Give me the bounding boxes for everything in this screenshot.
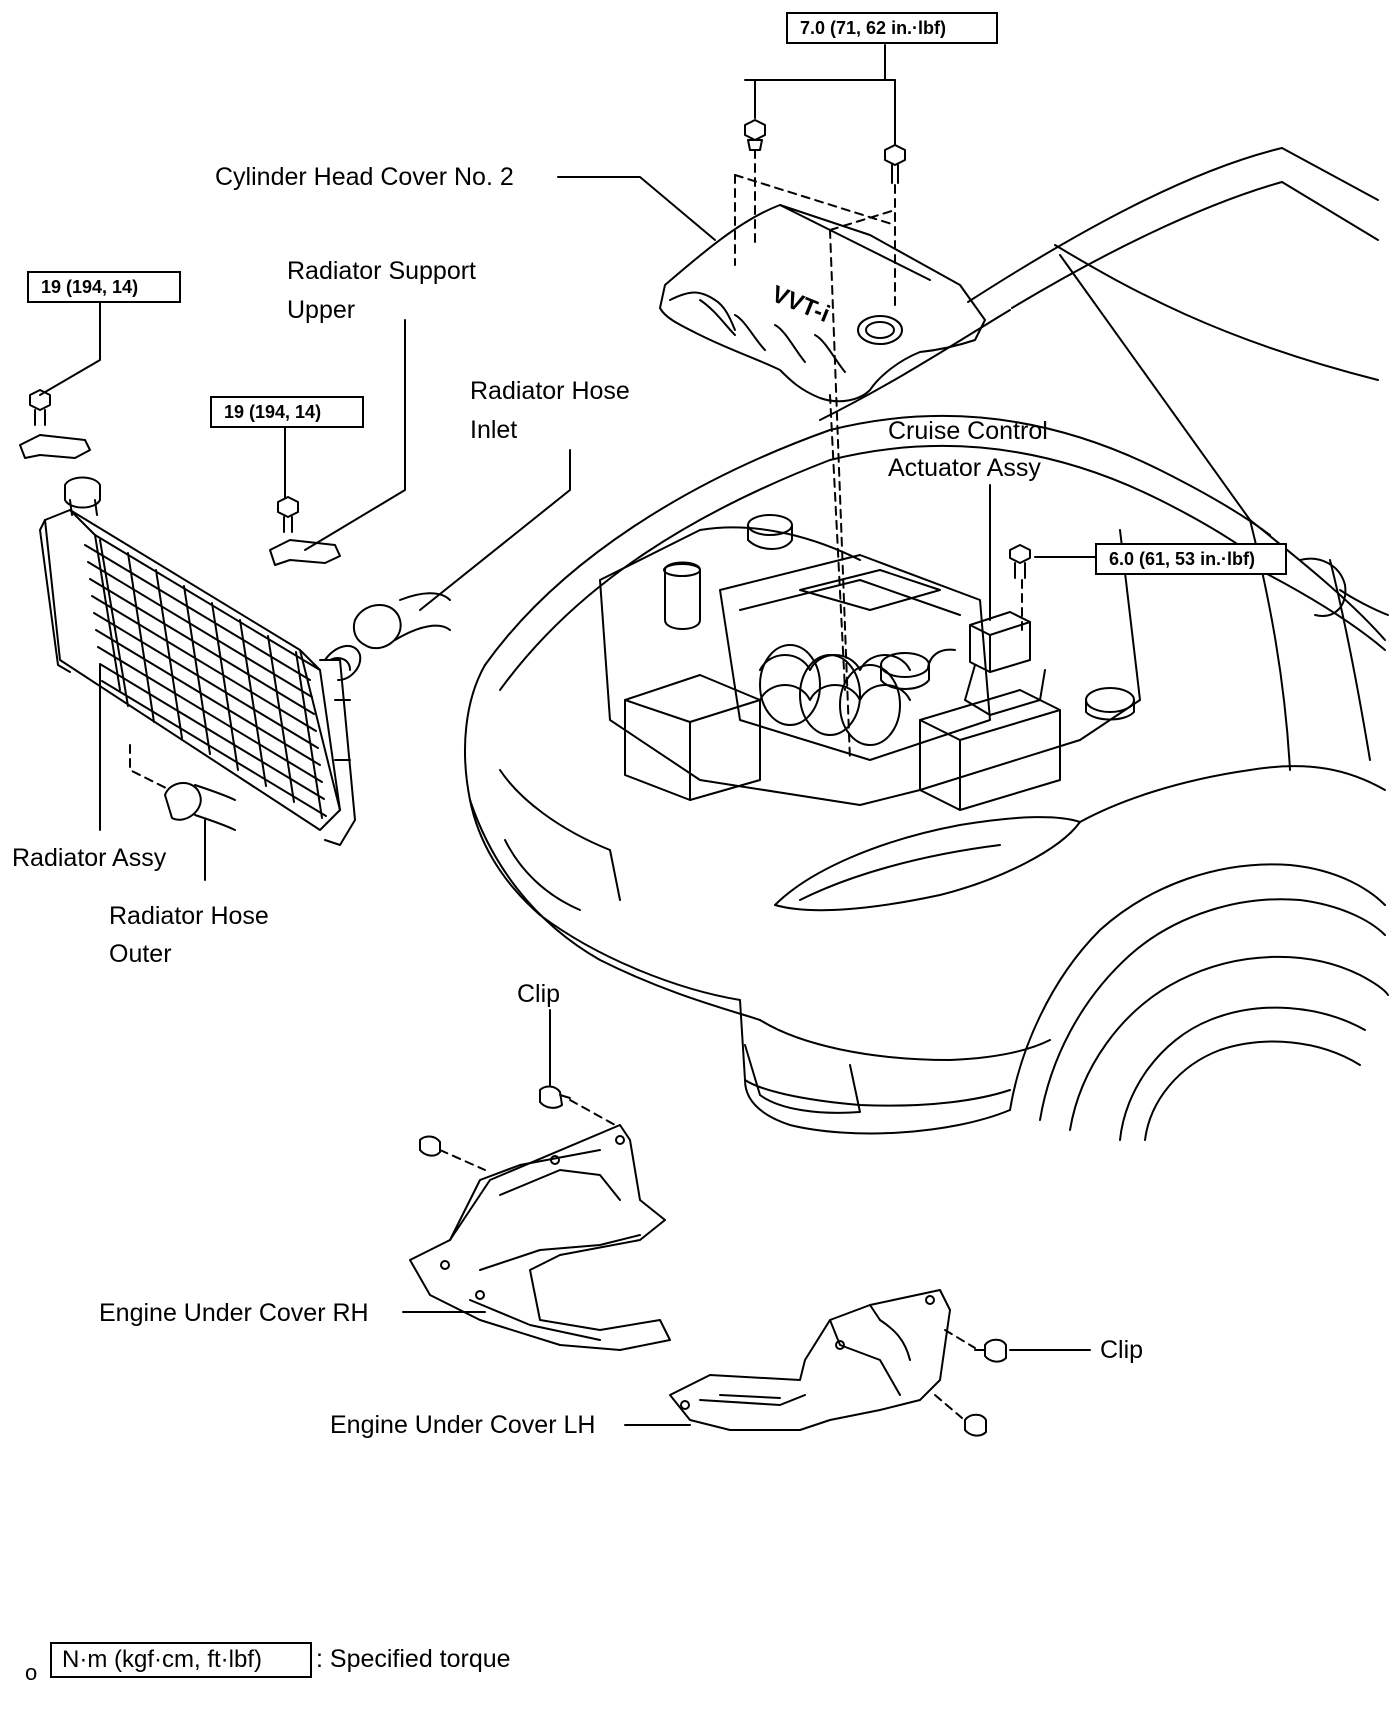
cover-marking: VVT-i bbox=[768, 281, 834, 329]
engine-bay bbox=[599, 514, 1141, 811]
cruise-control-bolt bbox=[1009, 544, 1031, 631]
car-body bbox=[464, 147, 1389, 1141]
label-radiator-assy: Radiator Assy bbox=[12, 844, 167, 872]
legend-description: : Specified torque bbox=[316, 1645, 511, 1673]
label-radiator-support-upper-1: Radiator Support bbox=[287, 257, 477, 285]
torque-radiator-support: 19 (194, 14) bbox=[210, 396, 364, 428]
engine-under-cover-lh bbox=[669, 1289, 1007, 1437]
label-engine-under-cover-rh: Engine Under Cover RH bbox=[99, 1299, 369, 1327]
label-radiator-hose-outer-2: Outer bbox=[109, 940, 172, 968]
legend-mark: o bbox=[25, 1660, 38, 1685]
label-clip-right: Clip bbox=[1100, 1336, 1144, 1364]
torque-head-cover: 7.0 (71, 62 in.·lbf) bbox=[786, 12, 998, 44]
label-engine-under-cover-lh: Engine Under Cover LH bbox=[330, 1411, 596, 1439]
label-cruise-control-1: Cruise Control bbox=[888, 417, 1048, 445]
label-radiator-hose-inlet-1: Radiator Hose bbox=[470, 377, 630, 405]
label-radiator-hose-outer-1: Radiator Hose bbox=[109, 902, 269, 930]
torque-cruise-control: 6.0 (61, 53 in.·lbf) bbox=[1095, 543, 1287, 575]
label-cruise-control-2: Actuator Assy bbox=[888, 454, 1041, 482]
label-radiator-support-upper-2: Upper bbox=[287, 296, 356, 324]
engine-under-cover-rh bbox=[409, 1085, 671, 1351]
legend-unit-box: N·m (kgf·cm, ft·lbf) bbox=[50, 1642, 312, 1678]
label-cylinder-head-cover: Cylinder Head Cover No. 2 bbox=[215, 163, 514, 191]
torque-radiator-left: 19 (194, 14) bbox=[27, 271, 181, 303]
radiator bbox=[19, 389, 451, 846]
head-cover-bolts bbox=[734, 44, 906, 761]
leader-lines bbox=[39, 176, 1096, 1426]
label-clip-top: Clip bbox=[517, 980, 561, 1008]
label-radiator-hose-inlet-2: Inlet bbox=[470, 416, 518, 444]
